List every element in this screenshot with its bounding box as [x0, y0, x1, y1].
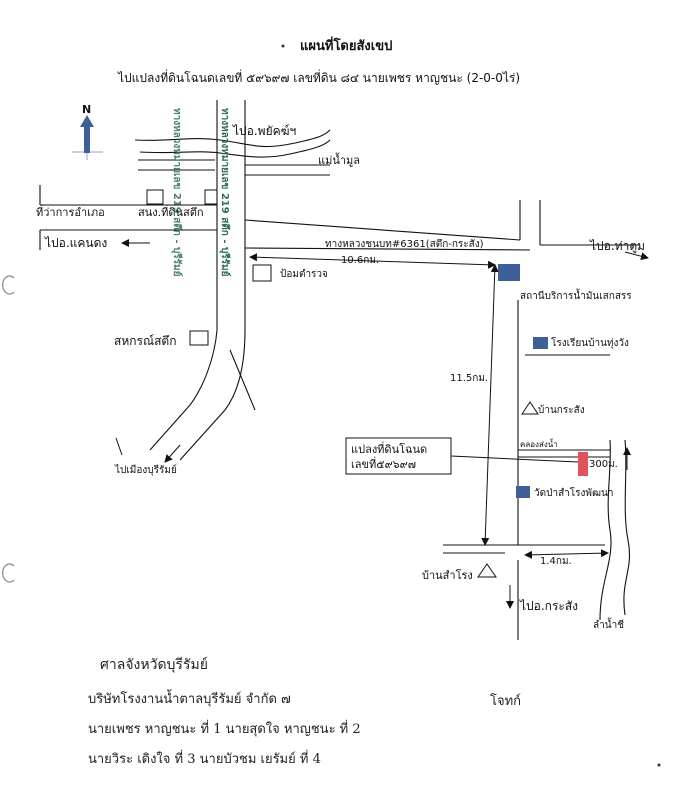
- label-dist-11-5: 11.5กม.: [450, 373, 489, 384]
- label-300m: 300ม.: [589, 459, 618, 470]
- north-arrow-icon: [72, 115, 103, 160]
- label-to-phayakkhaphum: ไปอ.พยัคฆ์ฯ: [233, 124, 297, 138]
- school-icon: [533, 337, 548, 349]
- footer-defendants-1: นายเพชร หาญชนะ ที่ 1 นายสุดใจ หาญชนะ ที่…: [88, 722, 361, 737]
- mun-river: [134, 129, 331, 158]
- label-school: โรงเรียนบ้านทุ่งวัง: [551, 338, 629, 349]
- label-dist-10-6: 10.6กม.: [341, 255, 380, 266]
- gas-station-icon: [498, 264, 520, 281]
- label-gas-station: สถานีบริการน้ำมันเสกสรร: [520, 291, 632, 302]
- label-dist-1-4: 1.4กม.: [540, 556, 572, 567]
- label-stream: ลำน้ำชี: [593, 620, 624, 631]
- compass-label: N: [82, 103, 92, 116]
- village-krasang-icon: [521, 401, 539, 415]
- page-title: แผนที่โดยสังเขป: [300, 39, 393, 54]
- label-cooperative: สหกรณ์สตึก: [114, 334, 177, 348]
- label-land-office: สนง.ที่ดินสตึก: [138, 206, 204, 219]
- road-219-label-right: ทางหลวงหมายเลข 219 สตึก - บุรีรัมย์: [219, 108, 230, 277]
- temple-icon: [516, 486, 530, 498]
- label-ban-samrong: บ้านสำโรง: [422, 569, 473, 582]
- label-district-office: ที่ว่าการอำเภอ: [36, 206, 105, 219]
- label-police-booth: ป้อมตำรวจ: [280, 269, 328, 280]
- footer-court: ศาลจังหวัดบุรีรัมย์: [100, 657, 208, 673]
- label-to-buriram: ไปเมืองบุรีรัมย์: [115, 465, 177, 476]
- label-temple: วัดป่าสำโรงพัฒนา: [534, 488, 614, 499]
- label-to-tha-tum: ไปอ.ท่าตูม: [590, 239, 646, 253]
- footer-plaintiff: โจทก์: [490, 694, 522, 709]
- label-to-khaen-dong: ไปอ.แคนดง: [45, 236, 108, 250]
- parcel-box-line2: เลขที่๕๙๖๙๗: [351, 458, 416, 471]
- village-samrong-icon: [477, 563, 497, 578]
- footer-defendants-2: นายวิระ เดิงใจ ที่ 3 นายบัวชม เยรัมย์ ที…: [88, 752, 321, 767]
- label-ban-krasang: บ้านกระสัง: [538, 405, 585, 416]
- parcel-box-line1: แปลงที่ดินโฉนด: [351, 443, 428, 456]
- label-mun-river: แม่น้ำมูล: [318, 154, 361, 167]
- footer-company: บริษัทโรงงานน้ำตาลบุรีรัมย์ จำกัด ๗: [88, 692, 291, 707]
- label-to-krasang: ไปอ.กระสัง: [520, 599, 579, 613]
- label-canal: คลองส่งน้ำ: [520, 440, 558, 449]
- land-parcel-marker: [578, 452, 588, 476]
- label-highway-6361: ทางหลวงชนบท#6361(สตึก-กระสัง): [325, 239, 484, 250]
- road-219-label-left: ทางหลวงหมายเลข 219 สตึก - บุรีรัมย์: [171, 108, 182, 277]
- page-subtitle: ไปแปลงที่ดินโฉนดเลขที่ ๕๙๖๙๗ เลขที่ดิน ๘…: [118, 71, 521, 85]
